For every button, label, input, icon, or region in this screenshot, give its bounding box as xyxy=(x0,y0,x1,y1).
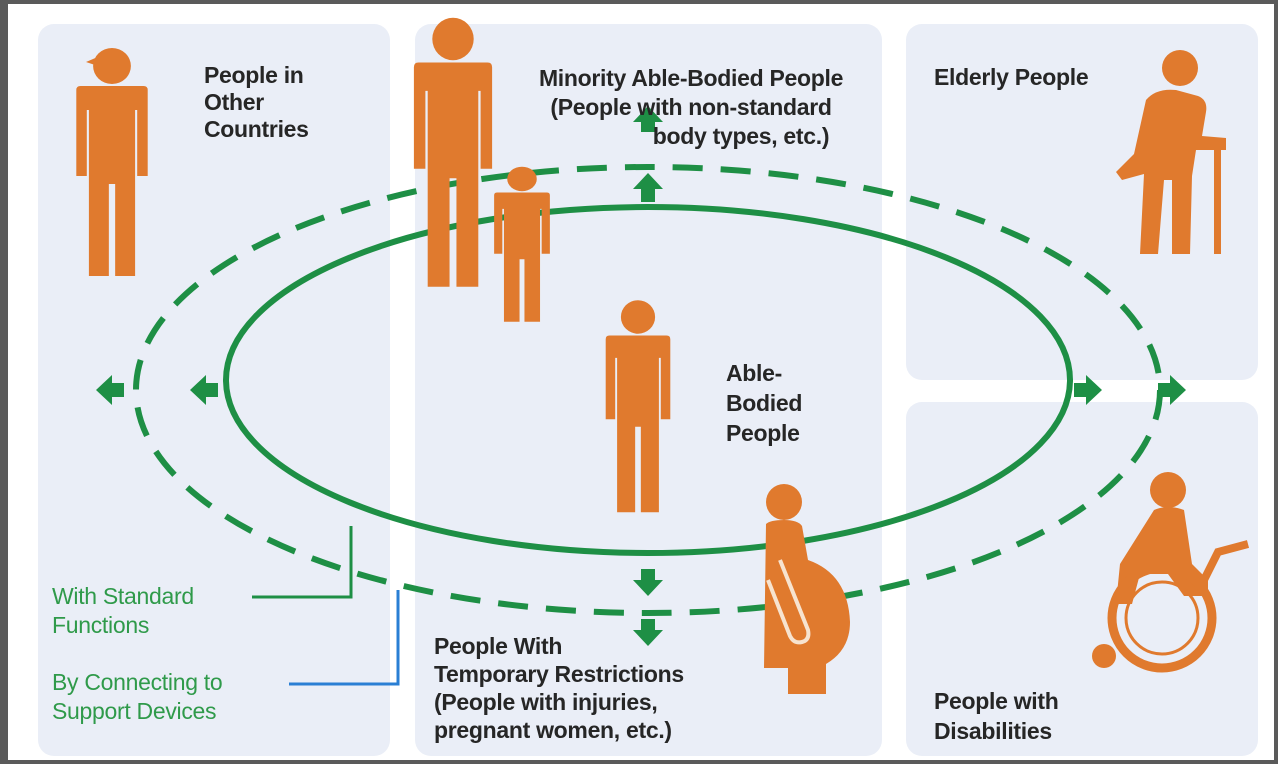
inner-ring-standard-functions xyxy=(223,204,1073,556)
label-other-countries-line3: Countries xyxy=(204,116,309,142)
label-disabilities-line2: Disabilities xyxy=(934,718,1052,744)
label-temporary-line3: (People with injuries, xyxy=(434,689,658,715)
traveler-cap-icon xyxy=(86,56,104,68)
label-other-countries: People in Other Countries xyxy=(204,62,309,143)
arrow-up-inner-icon xyxy=(633,173,663,202)
arrow-left-inner-icon xyxy=(190,375,218,405)
label-able-bodied-line3: People xyxy=(726,420,800,446)
person-child-icon xyxy=(494,166,550,322)
arrow-down-inner-icon xyxy=(633,569,663,596)
label-able-bodied: Able- Bodied People xyxy=(726,358,802,448)
label-minority-line1: Minority Able-Bodied People xyxy=(538,65,844,91)
legend-line-standard xyxy=(252,526,353,599)
arrow-down-outer-icon xyxy=(633,619,663,646)
arrow-up-outer-icon xyxy=(633,106,663,132)
legend-standard-line2: Functions xyxy=(52,612,150,638)
label-elderly: Elderly People xyxy=(934,64,1089,91)
label-temporary: People With Temporary Restrictions (Peop… xyxy=(434,632,684,744)
legend-support-line2: Support Devices xyxy=(52,698,217,724)
label-other-countries-line1: People in xyxy=(204,62,304,88)
person-able-bodied-icon xyxy=(605,300,671,513)
label-other-countries-line2: Other xyxy=(204,89,264,115)
label-temporary-line4: pregnant women, etc.) xyxy=(434,717,672,743)
legend-standard-line1: With Standard xyxy=(52,583,194,609)
legend-support-line1: By Connecting to xyxy=(52,669,223,695)
label-temporary-line1: People With xyxy=(434,633,563,659)
label-minority-line3: body types, etc.) xyxy=(652,123,830,149)
legend-standard-functions: With Standard Functions xyxy=(52,582,194,640)
person-elderly-icon xyxy=(1116,50,1226,254)
label-disabilities: People with Disabilities xyxy=(934,686,1059,746)
legend-support-devices: By Connecting to Support Devices xyxy=(52,668,223,726)
label-minority-line2: (People with non-standard xyxy=(550,94,832,120)
label-able-bodied-line2: Bodied xyxy=(726,390,803,416)
label-temporary-line2: Temporary Restrictions xyxy=(434,661,684,687)
panel-elderly xyxy=(906,24,1258,380)
person-pregnant-icon xyxy=(764,484,850,694)
diagram-canvas: People in Other Countries Minority Able-… xyxy=(8,4,1274,760)
label-disabilities-line1: People with xyxy=(934,688,1059,714)
label-elderly-title: Elderly People xyxy=(934,64,1089,90)
diagram-graphics xyxy=(76,17,1250,694)
person-other-countries-icon xyxy=(76,48,148,276)
arrow-right-inner-icon xyxy=(1074,375,1102,405)
person-wheelchair-icon xyxy=(1092,472,1250,673)
label-able-bodied-line1: Able- xyxy=(726,360,783,386)
label-minority: Minority Able-Bodied People (People with… xyxy=(514,64,868,151)
arrow-right-outer-icon xyxy=(1158,375,1186,405)
arrow-left-outer-icon xyxy=(96,375,124,405)
legend-line-support xyxy=(289,590,400,686)
person-tall-adult-icon xyxy=(413,17,493,287)
